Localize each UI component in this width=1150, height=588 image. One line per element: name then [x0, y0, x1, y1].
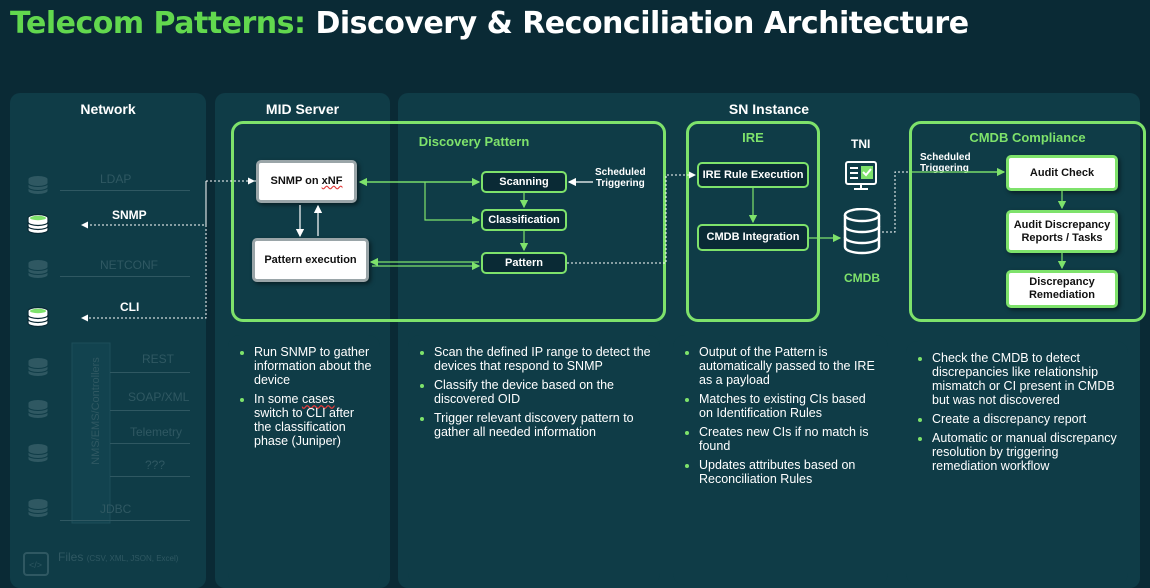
netconf-label: NETCONF — [100, 258, 158, 272]
scanning-label: Scanning — [499, 175, 549, 188]
discovery-scheduled-text: Scheduled — [595, 167, 646, 178]
cmdb-database-icon — [843, 208, 881, 255]
pattern-execution-node[interactable]: Pattern execution — [252, 238, 369, 282]
mid-desc-item: Run SNMP to gather information about the… — [254, 345, 372, 387]
cli-label: CLI — [120, 300, 140, 314]
discovery-pattern-box: Discovery Pattern — [231, 121, 666, 322]
title-main: Discovery & Reconciliation Architecture — [315, 6, 969, 41]
compliance-scheduled-label: Scheduled Triggering — [920, 152, 971, 174]
cmdb-label: CMDB — [844, 271, 880, 285]
compliance-desc-item: Create a discrepancy report — [932, 412, 1120, 426]
title-accent: Telecom Patterns: — [10, 6, 306, 41]
files-label: Files (CSV, XML, JSON, Excel) — [58, 550, 178, 564]
ire-title: IRE — [742, 130, 764, 145]
tni-monitor-icon — [845, 161, 877, 190]
discovery-triggering-text: Triggering — [595, 178, 645, 189]
snmp-label: SNMP — [112, 208, 147, 222]
pattern-label: Pattern — [505, 256, 543, 269]
ire-box: IRE — [686, 121, 820, 322]
cmdb-compliance-box: CMDB Compliance — [909, 121, 1146, 322]
snmp-on-xnf-suffix: xNF — [321, 175, 343, 187]
cli-db-icon — [27, 306, 49, 328]
network-panel-title: Network — [80, 101, 136, 117]
ire-description: Output of the Pattern is automatically p… — [673, 335, 888, 585]
ire-desc-item: Updates attributes based on Reconciliati… — [699, 458, 880, 486]
ldap-label: LDAP — [100, 172, 132, 186]
ire-rule-execution-node[interactable]: IRE Rule Execution — [697, 162, 809, 188]
compliance-desc-item: Automatic or manual discrepancy resoluti… — [932, 431, 1120, 473]
page-title: Telecom Patterns: Discovery & Reconcilia… — [10, 6, 969, 41]
tni-label: TNI — [851, 137, 871, 151]
jdbc-db-icon — [27, 498, 49, 518]
mid-desc-item: In some cases switch to CLI after the cl… — [254, 392, 372, 448]
ire-desc-item: Creates new CIs if no match is found — [699, 425, 880, 453]
classification-node[interactable]: Classification — [481, 209, 567, 231]
discovery-desc-item: Classify the device based on the discove… — [434, 378, 652, 406]
discrepancy-remediation-node[interactable]: Discrepancy Remediation — [1006, 270, 1118, 308]
discovery-desc-item: Scan the defined IP range to detect the … — [434, 345, 652, 373]
discrepancy-remediation-label: Discrepancy Remediation — [1028, 276, 1095, 301]
audit-check-label: Audit Check — [1029, 166, 1095, 179]
jdbc-label: JDBC — [100, 502, 132, 516]
audit-discrepancy-label: Audit Discrepancy Reports / Tasks — [1013, 218, 1111, 244]
snmp-on-xnf-prefix: SNMP on — [270, 175, 319, 187]
mid-server-description: Run SNMP to gather information about the… — [228, 335, 380, 585]
compliance-scheduled-text: Scheduled — [920, 152, 971, 163]
files-icon — [23, 552, 49, 576]
discovery-scheduled-label: Scheduled Triggering — [595, 167, 646, 189]
cmdb-integration-label: CMDB Integration — [706, 231, 800, 243]
snmp-db-icon — [27, 213, 49, 235]
discovery-pattern-title: Discovery Pattern — [418, 134, 530, 149]
rest-label: REST — [142, 352, 175, 366]
ire-desc-item: Matches to existing CIs based on Identif… — [699, 392, 880, 420]
netconf-db-icon — [27, 259, 49, 279]
network-db-icons — [23, 175, 111, 576]
cmdb-compliance-title: CMDB Compliance — [969, 130, 1086, 145]
file-code-icon: </> — [29, 560, 43, 570]
snmp-on-xnf-node[interactable]: SNMP on xNF — [256, 160, 357, 203]
pattern-execution-label: Pattern execution — [264, 253, 357, 266]
scanning-node[interactable]: Scanning — [481, 171, 567, 193]
files-types-text: (CSV, XML, JSON, Excel) — [86, 554, 179, 563]
compliance-description: Check the CMDB to detect discrepancies l… — [906, 341, 1128, 585]
audit-check-node[interactable]: Audit Check — [1006, 155, 1118, 191]
files-text: Files — [58, 550, 84, 564]
mid-desc-item-part: cases — [301, 392, 335, 406]
soap-db-icon — [27, 399, 49, 419]
ldap-db-icon — [27, 175, 49, 195]
mid-desc-item-part: switch to CLI after the classification p… — [254, 406, 355, 448]
classification-label: Classification — [488, 213, 560, 226]
compliance-triggering-text: Triggering — [920, 163, 969, 174]
cmdb-integration-node[interactable]: CMDB Integration — [697, 224, 809, 251]
rest-db-icon — [27, 357, 49, 377]
pattern-node[interactable]: Pattern — [481, 252, 567, 274]
telemetry-label: Telemetry — [130, 425, 183, 439]
ire-rule-execution-label: IRE Rule Execution — [702, 168, 804, 181]
controllers-label: NMS/EMS/Controllers — [89, 357, 102, 465]
audit-discrepancy-node[interactable]: Audit Discrepancy Reports / Tasks — [1006, 210, 1118, 253]
mid-desc-item-part: In some — [254, 392, 302, 406]
soap-label: SOAP/XML — [128, 390, 190, 404]
unknown-label: ??? — [145, 458, 166, 472]
sn-instance-panel-title: SN Instance — [728, 101, 810, 117]
ire-desc-item: Output of the Pattern is automatically p… — [699, 345, 880, 387]
mid-server-panel-title: MID Server — [265, 101, 340, 117]
compliance-desc-item: Check the CMDB to detect discrepancies l… — [932, 351, 1120, 407]
discovery-description: Scan the defined IP range to detect the … — [408, 335, 660, 585]
discovery-desc-item: Trigger relevant discovery pattern to ga… — [434, 411, 652, 439]
telemetry-db-icon — [27, 443, 49, 463]
